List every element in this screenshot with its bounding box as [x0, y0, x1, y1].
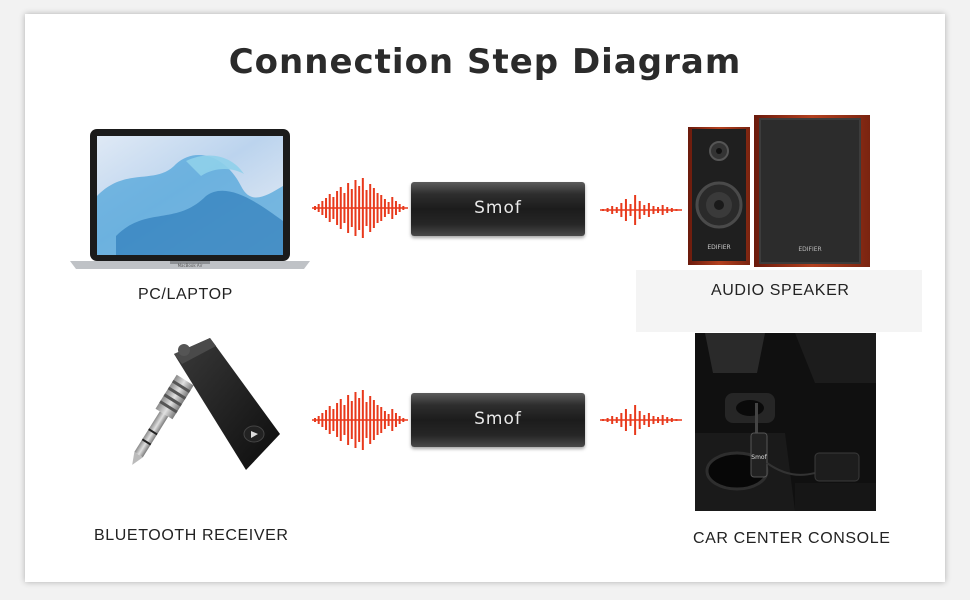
smof-adapter: Smof — [411, 182, 585, 236]
audio-wave-icon — [312, 390, 408, 450]
car-console-image: Smof — [695, 333, 876, 511]
svg-text:Smof: Smof — [751, 454, 767, 461]
diagram-title: Connection Step Diagram — [228, 42, 742, 82]
receiver-label: BLUETOOTH RECEIVER — [94, 527, 289, 544]
audio-wave-icon — [312, 178, 408, 238]
laptop-brand-text: MacBook Air — [178, 263, 203, 268]
laptop-label: PC/LAPTOP — [138, 286, 233, 303]
bluetooth-receiver-image — [132, 338, 280, 470]
adapter-logo: Smof — [474, 409, 522, 429]
svg-text:EDIFIER: EDIFIER — [798, 246, 821, 253]
speaker-label-panel — [636, 270, 922, 332]
speaker-label: AUDIO SPEAKER — [711, 282, 850, 299]
speaker-brand-text: EDIFIER — [707, 244, 730, 251]
speaker-image: EDIFIER EDIFIER — [688, 115, 870, 267]
adapter-logo: Smof — [474, 198, 522, 218]
audio-wave-small-icon — [600, 195, 682, 225]
smof-adapter: Smof — [411, 393, 585, 447]
laptop-image: MacBook Air — [70, 129, 310, 269]
audio-wave-small-icon — [600, 405, 682, 435]
car-label: CAR CENTER CONSOLE — [693, 530, 891, 547]
